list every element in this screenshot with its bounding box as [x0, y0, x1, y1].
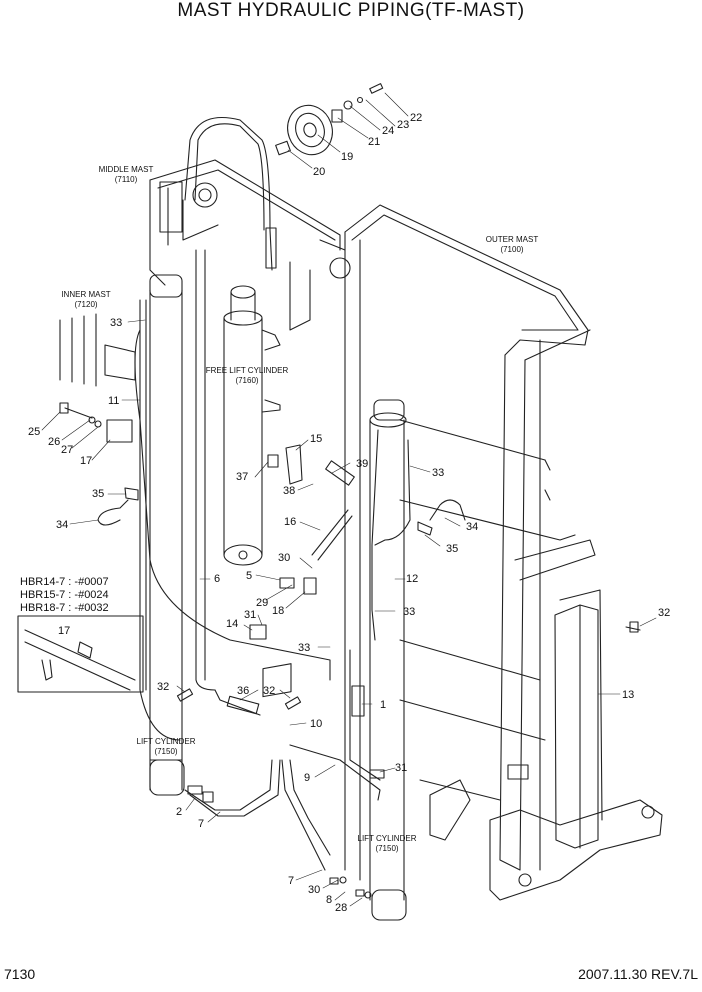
callout: 32 [263, 685, 275, 697]
callout: 27 [61, 444, 73, 456]
callout: 31 [244, 609, 256, 621]
callout: 10 [310, 718, 322, 730]
assembly-labels: MIDDLE MAST (7110) OUTER MAST (7100) INN… [61, 165, 538, 853]
callout: 33 [298, 642, 310, 654]
inset-detail [17, 615, 144, 693]
callout: 32 [658, 607, 670, 619]
callout: 38 [283, 485, 295, 497]
callout: 34 [466, 521, 478, 533]
outer-mast-drawing [344, 204, 663, 901]
right-lift-cylinder-code: (7150) [375, 844, 398, 853]
left-lift-cylinder-label: LIFT CYLINDER [137, 737, 196, 746]
serial-note: HBR18-7 : -#0032 [20, 602, 109, 614]
free-lift-cylinder-drawing [223, 285, 281, 566]
revision-date: 2007.11.30 REV.7L [578, 966, 698, 982]
callout: 9 [304, 772, 310, 784]
serial-note: HBR15-7 : -#0024 [20, 589, 109, 601]
inset-callout: 17 [58, 625, 70, 637]
callout: 31 [395, 762, 407, 774]
serial-notes: HBR14-7 : -#0007 HBR15-7 : -#0024 HBR18-… [20, 576, 109, 637]
callout: 6 [214, 573, 220, 585]
callouts: 22 23 24 21 19 20 33 11 25 26 27 17 15 3… [28, 112, 670, 914]
free-lift-cylinder-label: FREE LIFT CYLINDER [206, 366, 289, 375]
callout: 7 [198, 818, 204, 830]
callout: 26 [48, 436, 60, 448]
callout: 25 [28, 426, 40, 438]
callout: 1 [380, 699, 386, 711]
callout: 33 [403, 606, 415, 618]
callout: 19 [341, 151, 353, 163]
free-lift-cylinder-code: (7160) [235, 376, 258, 385]
callout: 39 [356, 458, 368, 470]
callout: 7 [288, 875, 294, 887]
callout: 18 [272, 605, 284, 617]
callout: 33 [432, 467, 444, 479]
outer-mast-code: (7100) [500, 245, 523, 254]
callout: 16 [284, 516, 296, 528]
serial-note: HBR14-7 : -#0007 [20, 576, 109, 588]
page-title: MAST HYDRAULIC PIPING(TF-MAST) [177, 0, 525, 21]
right-lift-cylinder-label: LIFT CYLINDER [358, 834, 417, 843]
callout: 33 [110, 317, 122, 329]
callout: 5 [246, 570, 252, 582]
callout: 22 [410, 112, 422, 124]
left-lift-cylinder-code: (7150) [154, 747, 177, 756]
outer-mast-label: OUTER MAST [486, 235, 539, 244]
middle-mast-label: MIDDLE MAST [99, 165, 154, 174]
callout: 36 [237, 685, 249, 697]
inner-mast-label: INNER MAST [61, 290, 110, 299]
callout: 24 [382, 125, 394, 137]
left-lift-cylinder-drawing [139, 274, 185, 796]
hose-lines [134, 116, 411, 871]
callout: 35 [446, 543, 458, 555]
inner-mast-drawing [59, 313, 136, 443]
callout: 30 [308, 884, 320, 896]
leader-lines [41, 92, 657, 907]
middle-mast-drawing [149, 159, 351, 331]
callout: 29 [256, 597, 268, 609]
callout: 32 [157, 681, 169, 693]
callout: 8 [326, 894, 332, 906]
callout: 21 [368, 136, 380, 148]
callout: 20 [313, 166, 325, 178]
small-parts [59, 83, 466, 899]
callout: 13 [622, 689, 634, 701]
callout: 15 [310, 433, 322, 445]
callout: 34 [56, 519, 68, 531]
callout: 35 [92, 488, 104, 500]
callout: 11 [108, 395, 119, 407]
callout: 23 [397, 119, 409, 131]
right-lift-cylinder-drawing [369, 399, 407, 921]
callout: 17 [80, 455, 92, 467]
page-number: 7130 [4, 966, 36, 982]
callout: 14 [226, 618, 238, 630]
callout: 30 [278, 552, 290, 564]
inner-mast-code: (7120) [74, 300, 97, 309]
callout: 37 [236, 471, 248, 483]
callout: 28 [335, 902, 347, 914]
callout: 2 [176, 806, 182, 818]
callout: 12 [406, 573, 418, 585]
middle-mast-code: (7110) [115, 175, 138, 184]
rail-13-drawing [554, 604, 641, 849]
